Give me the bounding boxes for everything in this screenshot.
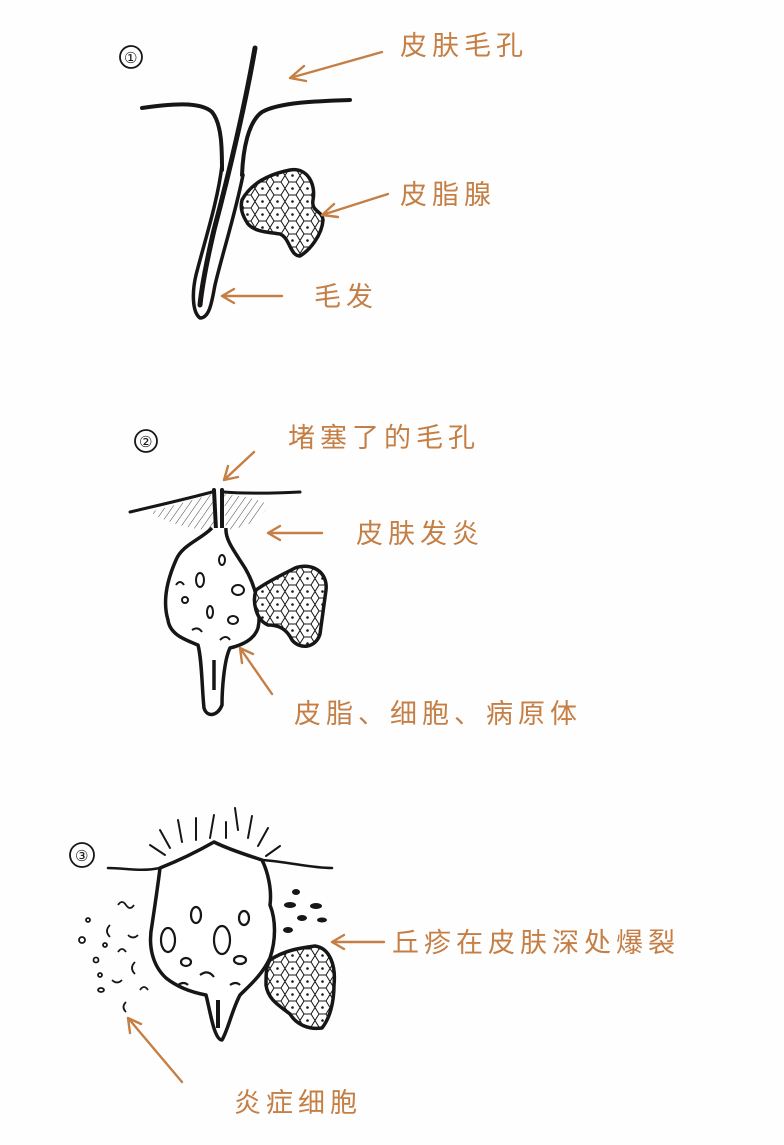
arrow-clogged-pore <box>222 450 256 482</box>
panel-3-burst-rays <box>149 807 281 857</box>
panel-1-number-badge: ① <box>119 45 143 69</box>
label-rupture: 丘疹在皮肤深处爆裂 <box>392 928 680 959</box>
panel-3-number: ③ <box>75 847 88 865</box>
arrow-skin-inflammation <box>266 524 324 542</box>
arrow-sebaceous-gland <box>320 192 390 219</box>
panel-3-debris <box>159 905 251 1028</box>
panel-2-debris <box>175 554 245 690</box>
label-sebaceous-gland: 皮脂腺 <box>400 180 496 211</box>
panel-1-skin-surface-right <box>240 98 352 177</box>
panel-1-skin-surface <box>140 102 224 172</box>
panel-2-inflamed-skin-right <box>224 494 268 530</box>
arrow-rupture <box>330 933 386 951</box>
panel-1: ① <box>119 45 352 320</box>
panel-2-skin-surface <box>128 490 302 514</box>
panel-2: ② <box>128 429 328 717</box>
label-hair: 毛发 <box>314 282 378 313</box>
arrow-pore <box>288 50 384 83</box>
label-skin-pore: 皮肤毛孔 <box>400 31 528 62</box>
panel-3-inflammatory-cells <box>78 901 149 1013</box>
panel-1-number: ① <box>124 49 137 67</box>
panel-3-number-badge: ③ <box>69 842 95 868</box>
panel-2-number-badge: ② <box>134 429 158 453</box>
panel-2-sebaceous-gland <box>252 564 328 648</box>
arrow-inflammatory-cells <box>126 1016 184 1084</box>
panel-2-number: ② <box>139 433 152 451</box>
panel-3: ③ <box>69 807 337 1042</box>
arrow-hair <box>220 287 284 305</box>
panel-2-inflamed-skin-left <box>150 494 214 530</box>
panel-3-ruptured-follicle <box>148 840 277 1042</box>
panel-2-plug <box>212 488 224 532</box>
panel-1-sebaceous-gland <box>239 168 325 258</box>
label-skin-inflammation: 皮肤发炎 <box>356 519 484 550</box>
panel-3-skin-surface <box>106 858 334 872</box>
label-clogged-pore: 堵塞了的毛孔 <box>288 423 480 454</box>
panel-3-sebaceous-gland <box>264 944 337 1031</box>
panel-1-follicle <box>191 163 245 320</box>
panel-3-burst-debris <box>283 889 327 933</box>
arrow-contents <box>238 646 274 696</box>
label-inflammatory-cells: 炎症细胞 <box>234 1088 362 1119</box>
annotation-arrows <box>126 50 390 1084</box>
label-contents: 皮脂、细胞、病原体 <box>294 699 582 730</box>
panel-1-hair-shaft <box>197 45 258 308</box>
